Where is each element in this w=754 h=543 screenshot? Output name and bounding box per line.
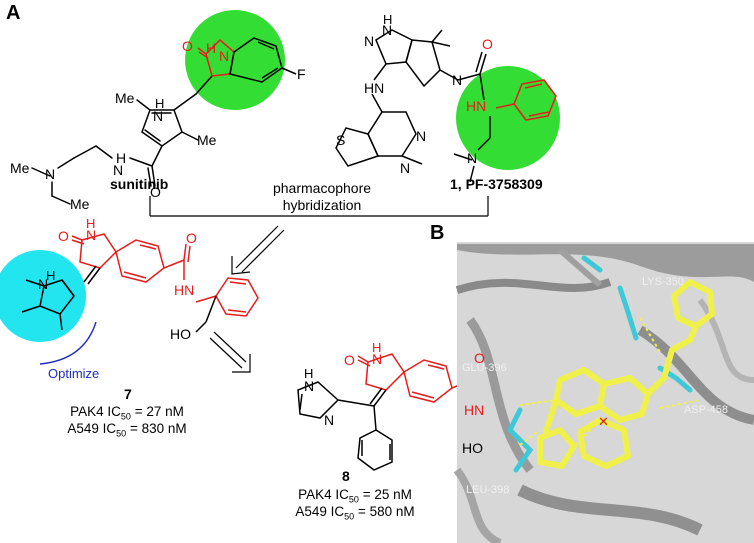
atom-label-o: O: [482, 36, 493, 52]
atom-label-h: H: [155, 96, 165, 111]
compound-name-sunitinib: sunitinib: [110, 176, 169, 192]
optimize-label: Optimize: [48, 366, 100, 381]
atom-label-h: H: [86, 216, 96, 231]
pf-phenyl: [495, 79, 557, 121]
optimize-arc: [39, 321, 97, 365]
pf-phenylglycine-highlight: [456, 66, 560, 170]
atom-label-h: H: [46, 268, 56, 283]
atom-label-hn: HN: [364, 80, 385, 96]
atom-label-n: N: [382, 22, 393, 38]
atom-label-o: O: [182, 38, 193, 54]
atom-label-ho: HO: [170, 326, 191, 342]
atom-label-o: O: [58, 228, 69, 244]
residue-label-glu396: GLU-396: [462, 362, 507, 374]
atom-label-o: O: [186, 230, 197, 246]
hybridization-bracket: [149, 196, 489, 217]
atom-label-n: N: [467, 150, 478, 166]
docking-model: ✕: [453, 242, 754, 543]
atom-label-me: Me: [115, 90, 135, 106]
sunitinib-oxindole-highlight: [185, 10, 285, 110]
atom-label-h: H: [116, 150, 127, 166]
atom-label-n: N: [304, 378, 315, 394]
atom-label-n: N: [364, 33, 375, 49]
sunitinib-oxindole: [197, 38, 235, 77]
atom-label-n: N: [372, 351, 383, 367]
compound-name-7: 7: [124, 386, 132, 402]
activity-7-a549: A549 IC50 = 830 nM: [67, 421, 187, 439]
atom-label-h: H: [372, 340, 382, 355]
atom-label-n: N: [416, 128, 427, 144]
compound-7-linkers: [83, 265, 217, 333]
arrow-to-7: [231, 225, 285, 275]
atom-label-n: N: [324, 412, 335, 428]
atom-label-h: H: [383, 12, 393, 27]
svg-text:✕: ✕: [598, 414, 609, 429]
atom-label-hn: HN: [174, 282, 195, 298]
atom-label-o: O: [474, 350, 485, 366]
residue-label-leu398: LEU-398: [466, 484, 510, 496]
panel-a-label: A: [6, 2, 21, 24]
atom-label-n: N: [38, 276, 49, 292]
atom-label-f: F: [297, 66, 306, 82]
atom-label-n: N: [400, 160, 411, 176]
activity-7-pak4: PAK4 IC50 = 27 nM: [70, 404, 184, 422]
atom-label-o: O: [344, 352, 355, 368]
compound-name-8: 8: [342, 468, 350, 484]
residue-label-lys350: LYS-350: [642, 276, 684, 288]
pyrrole-optimize-highlight: [0, 250, 86, 342]
atom-label-n: N: [45, 166, 56, 182]
compound-7-pyrrole: [21, 279, 75, 331]
compound-7-structure: [71, 233, 259, 317]
atom-label-ho: HO: [462, 440, 483, 456]
atom-label-hn: HN: [466, 98, 487, 114]
atom-label-h: H: [206, 40, 217, 56]
hybridization-label-line1: pharmacophore: [272, 180, 372, 196]
atom-label-s: S: [336, 132, 346, 148]
activity-8-a549: A549 IC50 = 580 nM: [295, 504, 415, 522]
panel-b-label: B: [430, 222, 445, 244]
atom-label-o: O: [150, 184, 161, 200]
activity-8-pak4: PAK4 IC50 = 25 nM: [298, 487, 412, 505]
sunitinib-structure: [31, 75, 213, 205]
compound-name-pf: 1, PF-3758309: [450, 176, 543, 192]
pf-structure: [335, 29, 491, 183]
arrow-to-8: [209, 331, 251, 373]
atom-label-n: N: [153, 108, 164, 124]
hybridization-label-line2: hybridization: [282, 197, 362, 213]
atom-label-hn: HN: [464, 402, 485, 418]
atom-label-h: H: [304, 366, 314, 381]
atom-label-n: N: [113, 162, 124, 178]
atom-label-n: N: [219, 48, 230, 64]
residue-label-asp458: ASP-458: [684, 404, 729, 416]
atom-label-n: N: [452, 72, 463, 88]
atom-label-me: Me: [10, 160, 30, 176]
atom-label-n: N: [86, 227, 97, 243]
sunitinib-benzo: [229, 37, 297, 83]
atom-label-me: Me: [70, 196, 90, 212]
atom-label-me: Me: [197, 132, 217, 148]
